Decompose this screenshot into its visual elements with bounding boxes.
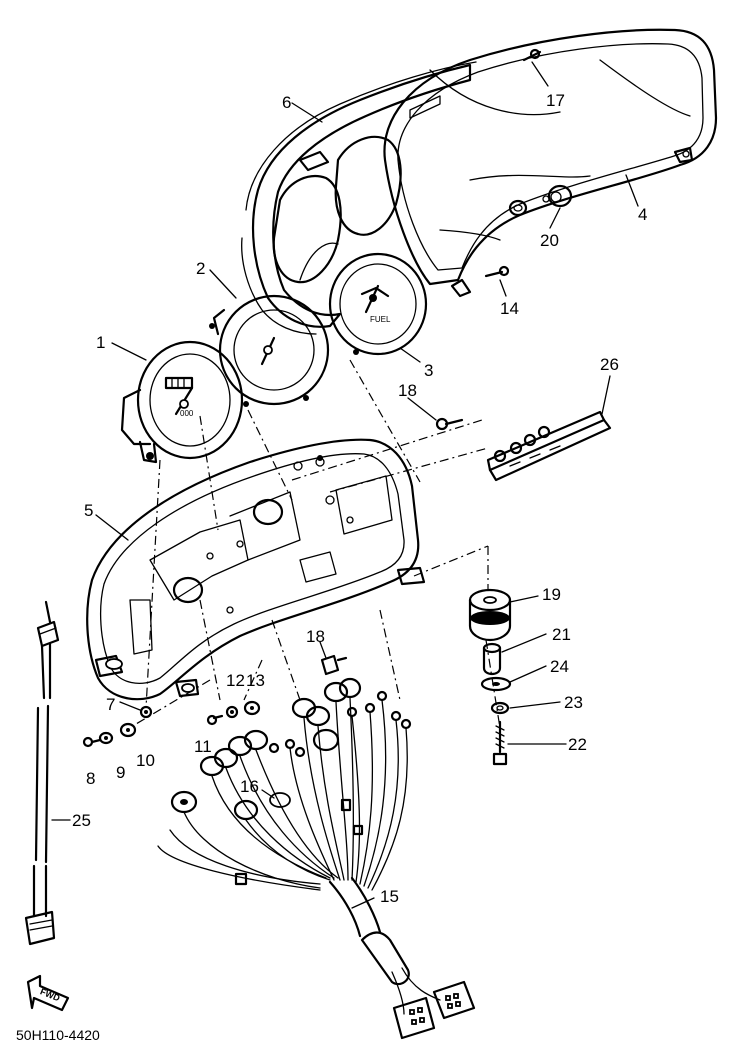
bracket-plate-part-26 [486, 410, 612, 482]
callout-22: 22 [568, 735, 587, 754]
leader-lines [51, 61, 639, 909]
callout-14: 14 [500, 299, 519, 318]
odometer-digits: 000 [180, 409, 194, 418]
tachometer-part-2 [209, 294, 330, 407]
bulb-part-18-lower [320, 654, 348, 676]
callout-18-upper: 18 [398, 381, 417, 400]
fwd-arrow-icon: FWD [26, 974, 70, 1012]
nut-part-23 [490, 701, 510, 715]
callout-17: 17 [546, 91, 565, 110]
callout-12: 12 [226, 671, 245, 690]
harness-connector-a [392, 996, 436, 1040]
callout-19: 19 [542, 585, 561, 604]
lens-cover-part-4 [383, 28, 718, 298]
speedometer-cable-part-25 [24, 600, 60, 946]
callout-13: 13 [246, 671, 265, 690]
callout-10: 10 [136, 751, 155, 770]
callout-numbers: 1 2 3 4 5 6 7 8 9 10 11 12 13 14 15 16 1… [72, 91, 647, 906]
drawing-code: 50H110-4420 [16, 1027, 100, 1043]
callout-5: 5 [84, 501, 93, 520]
screw-part-18-upper [435, 417, 464, 431]
callout-8: 8 [86, 769, 95, 788]
speedometer-part-1: 000 [120, 340, 244, 464]
callout-6: 6 [282, 93, 291, 112]
bulb-sockets [170, 677, 362, 821]
meter-bezel-part-6 [241, 61, 477, 335]
bolt-part-22 [492, 720, 508, 766]
callout-20: 20 [540, 231, 559, 250]
callout-9: 9 [116, 763, 125, 782]
callout-18-lower: 18 [306, 627, 325, 646]
fuel-gauge-label: FUEL [370, 315, 391, 324]
grommet-part-20 [542, 184, 573, 208]
washer-part-24 [480, 676, 512, 692]
callout-21: 21 [552, 625, 571, 644]
callout-25: 25 [72, 811, 91, 830]
callout-11: 11 [194, 737, 212, 756]
callout-1: 1 [96, 333, 105, 352]
callout-26: 26 [600, 355, 619, 374]
screw-part-14 [484, 265, 510, 278]
meter-housing-part-5 [86, 438, 426, 701]
wire-harness-part-15 [157, 677, 476, 1040]
callout-24: 24 [550, 657, 569, 676]
ring-terminals [268, 690, 412, 758]
collar-part-21 [482, 642, 502, 676]
mount-damper-part-19 [468, 588, 512, 642]
callout-4: 4 [638, 205, 647, 224]
harness-connector-b [432, 980, 476, 1020]
callout-16: 16 [240, 777, 259, 796]
callout-23: 23 [564, 693, 583, 712]
callout-2: 2 [196, 259, 205, 278]
assembly-lines [135, 359, 501, 729]
callout-3: 3 [424, 361, 433, 380]
callout-7: 7 [106, 695, 115, 714]
callout-15: 15 [380, 887, 399, 906]
fuel-gauge-part-3: FUEL [328, 252, 428, 356]
